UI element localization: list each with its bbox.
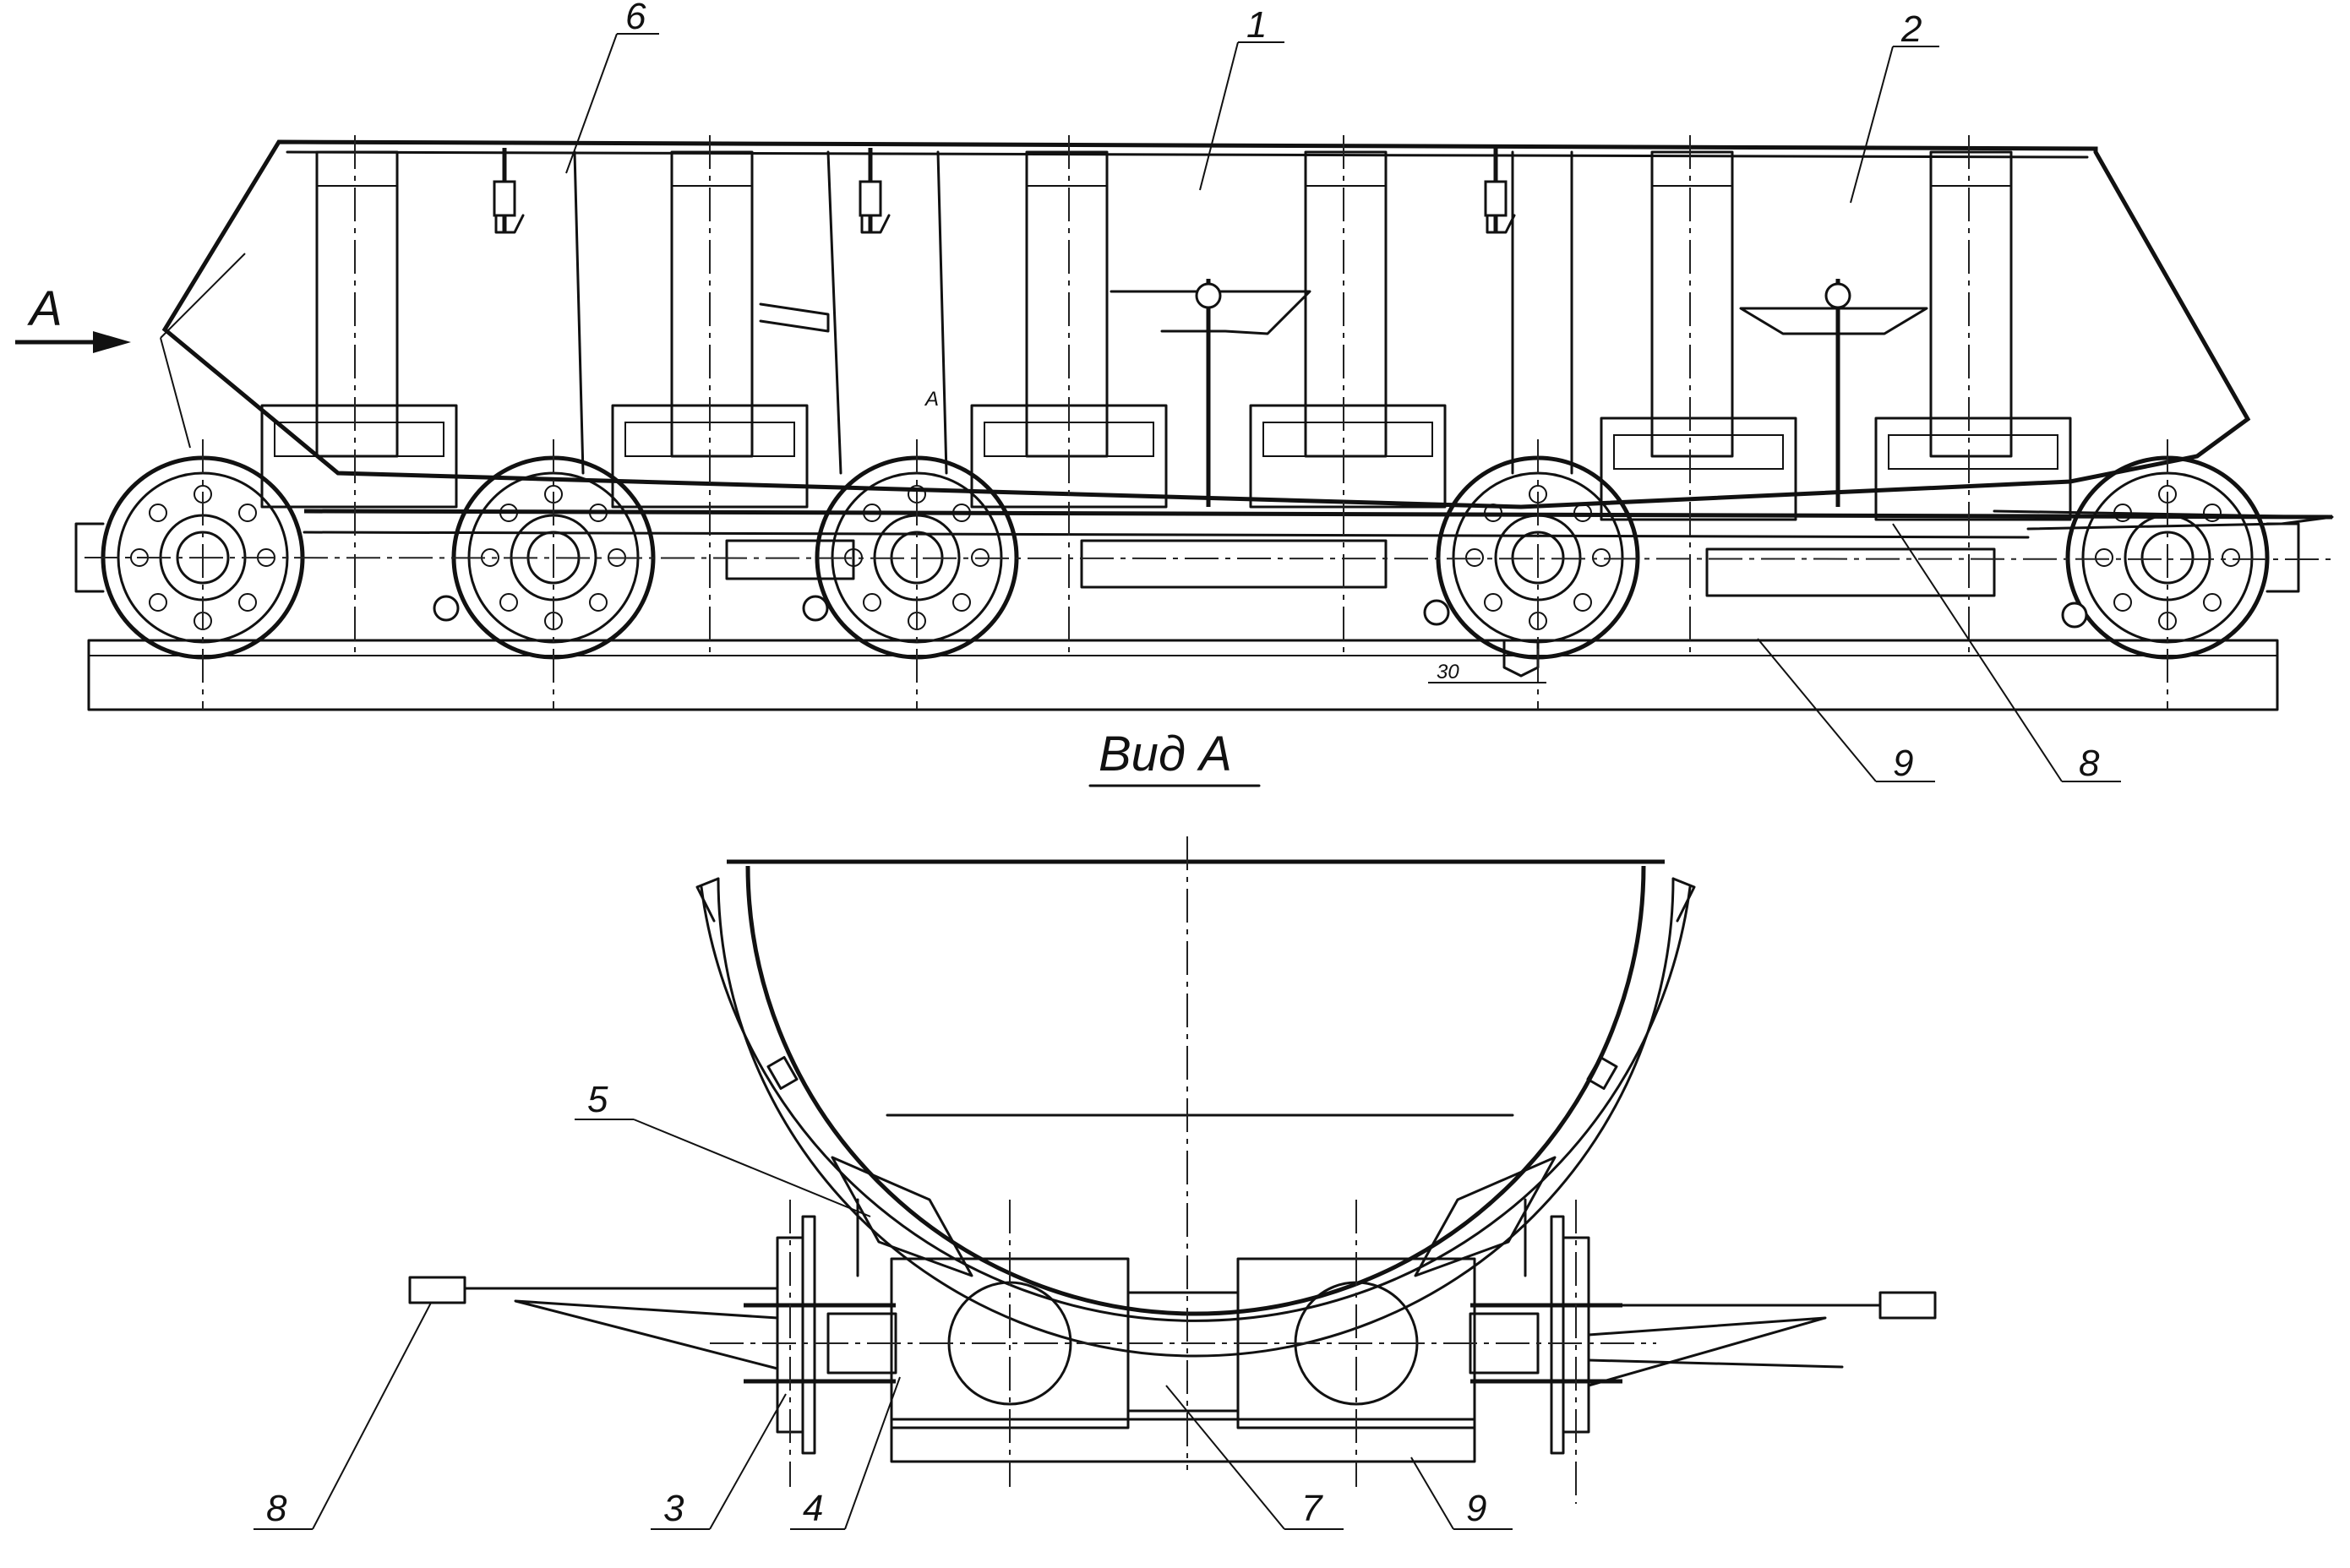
view-arrow: A [15, 281, 131, 353]
suspension-hooks [493, 148, 1851, 507]
view-title: Вид А [1088, 727, 1261, 787]
dimension-value: 30 [1437, 661, 1459, 683]
callout-3: 3 [663, 1488, 684, 1529]
callouts-side: 6 1 2 9 8 [160, 0, 2121, 784]
wheelsets [74, 455, 2300, 678]
view-arrow-label: A [27, 281, 63, 336]
side-view: A А 30 6 1 2 9 8 [15, 0, 2334, 784]
ladle-bucket [695, 859, 1696, 1358]
callout-8-front: 8 [266, 1488, 287, 1529]
drawbars [408, 1276, 1937, 1387]
center-lines [84, 135, 2333, 710]
callout-8: 8 [2079, 743, 2100, 784]
section-mark: А [924, 388, 939, 411]
callouts-front: 5 8 3 4 7 9 [254, 1079, 1513, 1530]
car-body-outline [161, 139, 2251, 509]
cross-beams [759, 290, 1928, 335]
front-view: 5 8 3 4 7 9 [254, 836, 1937, 1530]
axle-assembly [744, 1257, 1622, 1463]
callout-9: 9 [1893, 743, 1913, 784]
callout-9-front: 9 [1466, 1488, 1486, 1529]
front-center-lines [710, 836, 1656, 1504]
rail [87, 639, 2279, 711]
callout-4: 4 [803, 1488, 823, 1529]
callout-5: 5 [587, 1079, 608, 1120]
bearing-boxes [260, 404, 2072, 521]
callout-6: 6 [625, 0, 646, 37]
body-columns [315, 150, 2013, 475]
dimension-30: 30 [1428, 661, 1546, 683]
callout-7: 7 [1301, 1488, 1323, 1529]
callout-2: 2 [1900, 8, 1922, 50]
callout-1: 1 [1246, 4, 1267, 46]
view-title-text: Вид А [1099, 727, 1232, 781]
frame [303, 509, 2334, 597]
